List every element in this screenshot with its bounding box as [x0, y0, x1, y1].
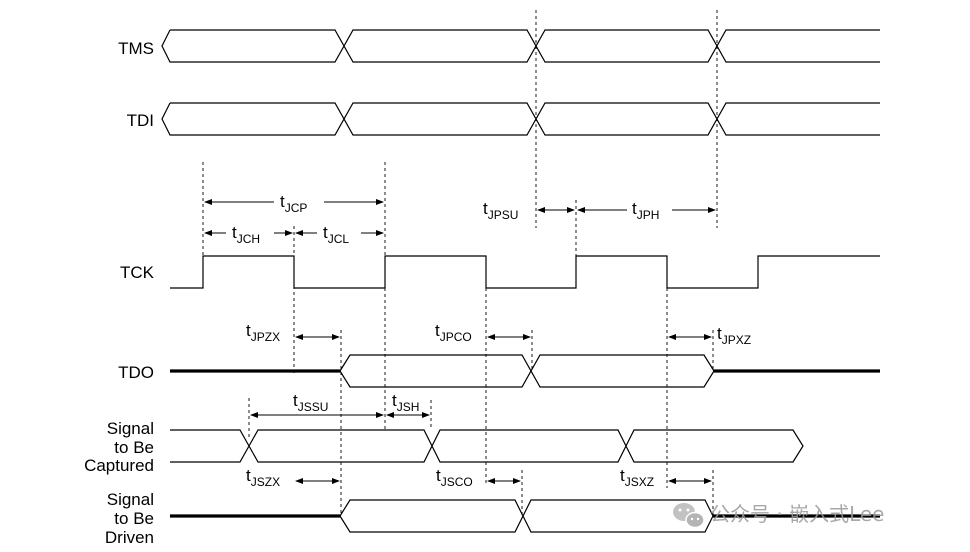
- tdo-lower-edge: [339, 354, 715, 388]
- jpxz-label: tJPXZ: [717, 324, 751, 347]
- tms-lower-edge: [161, 29, 880, 63]
- jszx-label: tJSZX: [246, 466, 280, 489]
- jch-label: tJCH: [232, 223, 260, 246]
- timing-labels: tJCP tJCH tJCL tJPSU tJPH tJPZX tJPCO tJ…: [232, 192, 751, 489]
- captured-label-line-3: Captured: [84, 456, 154, 475]
- tdo-upper-edge: [339, 354, 715, 388]
- driven-label-line-2: to Be: [114, 509, 154, 528]
- tdi-label: TDI: [127, 111, 154, 130]
- captured-label-line-2: to Be: [114, 438, 154, 457]
- jph-label: tJPH: [632, 199, 659, 222]
- captured-waveform: [170, 429, 804, 463]
- jpzx-label: tJPZX: [246, 321, 280, 344]
- jssu-arrow: [250, 412, 384, 418]
- tck-waveform: [170, 255, 880, 289]
- driven-upper-edge: [339, 499, 714, 533]
- tms-waveform: [161, 29, 880, 63]
- jcp-arrow: [204, 199, 384, 205]
- driven-lower-edge: [339, 499, 714, 533]
- tms-label: TMS: [118, 39, 154, 58]
- reference-lines: [202, 10, 718, 516]
- jcl-label: tJCL: [323, 223, 349, 246]
- jph-arrow: [577, 207, 716, 213]
- tck-label: TCK: [120, 263, 155, 282]
- jsh-arrow: [386, 412, 430, 418]
- jsco-label: tJSCO: [436, 466, 473, 489]
- watermark: 公众号 · 嵌入式Lee: [673, 502, 884, 529]
- jszx-arrow: [295, 478, 340, 484]
- tdi-waveform: [161, 102, 880, 136]
- watermark-text: 公众号 · 嵌入式Lee: [710, 502, 884, 526]
- jpsu-label: tJPSU: [483, 199, 518, 222]
- timing-arrows: [204, 199, 716, 484]
- jssu-label: tJSSU: [293, 391, 328, 414]
- jsh-label: tJSH: [392, 391, 419, 414]
- captured-bus: [170, 429, 804, 463]
- jpzx-arrow: [295, 334, 340, 340]
- driven-waveform: [170, 499, 880, 533]
- driven-label: Signal to Be Driven: [105, 490, 154, 547]
- jcl-arrow: [295, 230, 384, 236]
- jpxz-arrow: [668, 334, 712, 340]
- jpsu-arrow: [537, 207, 575, 213]
- jsxz-arrow: [668, 478, 712, 484]
- jpco-label: tJPCO: [435, 321, 472, 344]
- jch-arrow: [204, 230, 293, 236]
- jcp-label: tJCP: [280, 192, 307, 215]
- tdo-label: TDO: [118, 363, 154, 382]
- driven-label-line-1: Signal: [107, 490, 154, 509]
- wechat-icon: [673, 503, 705, 529]
- tdi-upper-edge: [170, 102, 880, 136]
- jsco-arrow: [487, 478, 521, 484]
- tms-upper-edge: [170, 29, 880, 63]
- tdo-waveform: [170, 354, 880, 388]
- captured-label-line-1: Signal: [107, 419, 154, 438]
- jpco-arrow: [487, 334, 531, 340]
- driven-label-line-3: Driven: [105, 528, 154, 547]
- captured-label: Signal to Be Captured: [84, 419, 154, 475]
- jsxz-label: tJSXZ: [620, 466, 654, 489]
- tdi-lower-edge: [161, 102, 880, 136]
